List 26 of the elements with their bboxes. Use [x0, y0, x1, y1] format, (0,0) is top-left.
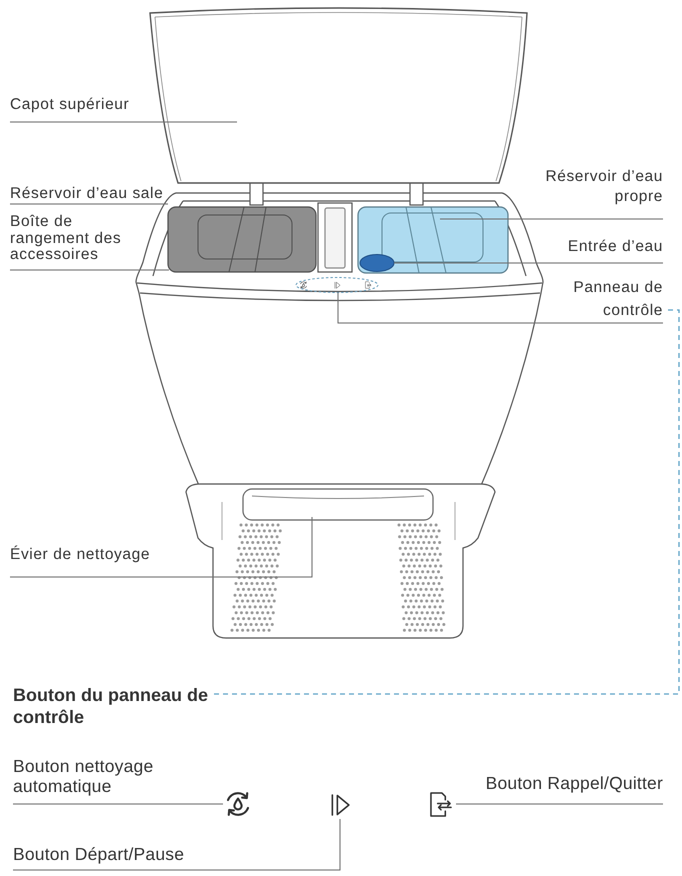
document-swap-icon: [430, 793, 452, 816]
cycle-drop-icon: [228, 793, 248, 815]
callout-label: Entrée d’eau: [568, 237, 663, 257]
callout-label: Boîte de rangement des accessoires: [10, 214, 132, 264]
callout-label: Bouton nettoyage automatique: [13, 756, 159, 796]
leader-line: [10, 516, 312, 578]
leader-line: [440, 218, 664, 220]
callout-label: Panneau de contrôle: [567, 276, 663, 322]
callout-label: Bouton Rappel/Quitter: [486, 773, 663, 793]
leader-line: [394, 262, 664, 264]
leader-line: [12, 818, 340, 870]
callout-label: Réservoir d’eau sale: [10, 185, 164, 202]
callout-label: Bouton Départ/Pause: [13, 844, 184, 864]
leader-line: [338, 292, 664, 324]
dashed-connector: [213, 309, 680, 695]
section-heading: Bouton du panneau de contrôle: [13, 684, 212, 728]
water-inlet-cap: [360, 254, 394, 272]
top-cover: [149, 7, 528, 184]
callout-label: Évier de nettoyage: [10, 546, 150, 563]
cleaning-sink: [242, 488, 434, 521]
play-pause-icon: [332, 795, 349, 815]
callout-label: Réservoir d’eau propre: [537, 167, 663, 207]
clean-water-tank: [357, 206, 509, 274]
accessory-box: [167, 206, 317, 273]
callout-label: Capot supérieur: [10, 96, 130, 113]
control-panel-outline: [296, 277, 378, 293]
